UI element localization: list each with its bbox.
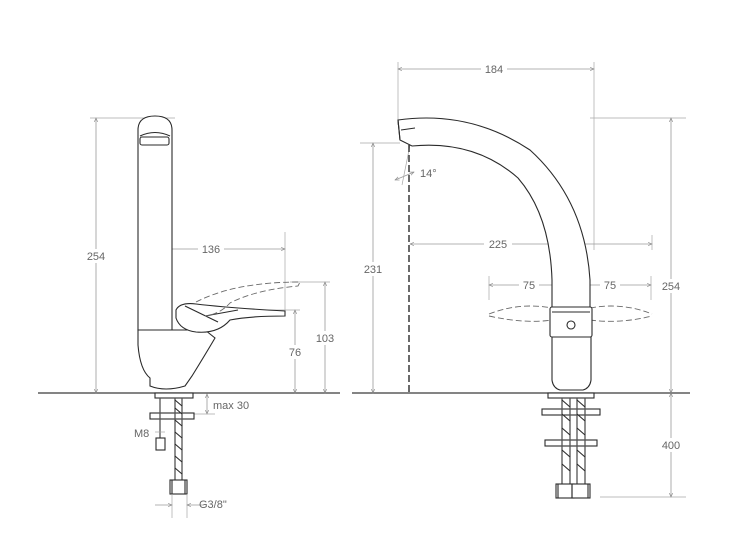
front-dim-400-label: 400 bbox=[662, 440, 680, 452]
side-thread-m8-label: M8 bbox=[134, 428, 149, 440]
side-dim-max30-label: max 30 bbox=[213, 400, 249, 412]
front-base-body bbox=[551, 336, 592, 391]
front-angle-14-label: 14° bbox=[420, 168, 437, 180]
side-lever-handle bbox=[175, 303, 286, 333]
side-base-body bbox=[137, 329, 216, 390]
front-dim-75-left-label: 75 bbox=[523, 280, 535, 292]
side-lever-raised-ghost bbox=[195, 281, 301, 317]
front-dim-231-label: 231 bbox=[364, 264, 382, 276]
front-dim-254-label: 254 bbox=[662, 281, 680, 293]
side-dim-76-label: 76 bbox=[289, 347, 301, 359]
side-dim-254-label: 254 bbox=[87, 251, 105, 263]
front-dim-75-right-label: 75 bbox=[604, 280, 616, 292]
side-spout-column bbox=[137, 115, 173, 331]
side-thread-g38-label: G3/8" bbox=[199, 499, 227, 511]
front-handle-swing-ghost bbox=[488, 305, 653, 322]
front-dim-225-label: 225 bbox=[489, 239, 507, 251]
front-dim-184-label: 184 bbox=[485, 64, 503, 76]
side-dim-103-label: 103 bbox=[316, 333, 334, 345]
side-view: 254 136 76 103 max 30 bbox=[38, 115, 340, 518]
front-view: 184 231 225 75 75 254 400 14° bbox=[352, 62, 690, 499]
side-dim-136-label: 136 bbox=[202, 244, 220, 256]
front-spout-arc bbox=[397, 117, 591, 309]
